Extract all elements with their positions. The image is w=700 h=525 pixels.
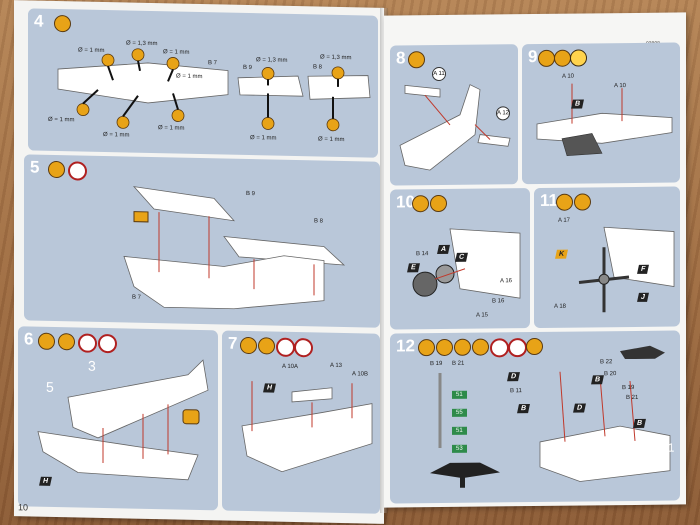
part-label: A 12 [496,106,510,121]
decal-marker: C [455,252,469,262]
part-callout: 3 [88,357,96,374]
engine-diagram [412,228,521,299]
decal-green: 51 [452,426,467,435]
part-label: B 9 [243,64,253,72]
step-7-panel: 7 A 10A A 13 A 10B H [222,330,380,514]
part-label: B 9 [246,190,256,198]
decal-marker: B [591,375,605,385]
step-11-panel: 11 A 17 A 18 K F J [534,186,680,329]
decal-marker: B [633,418,647,428]
decal-marker: D [573,403,587,413]
fuselage-wing-diagram [37,359,209,481]
part-label: B 8 [313,64,323,71]
part-label: B 7 [208,60,218,67]
decal-marker: F [637,264,650,274]
step-4-panel: 4 Ø = 1,3 mm Ø = 1 mm Ø = 1 mm [28,8,378,158]
wing-assembly-diagram [123,186,346,310]
part-label: A 10A [282,363,299,371]
decal-marker: H [263,383,277,393]
decal-marker: B [571,99,585,109]
decal-marker: B [517,404,531,414]
dim-label: Ø = 1 mm [158,125,185,132]
dim-label: Ø = 1 mm [163,49,190,56]
decal-marker: H [39,476,53,486]
part-label: B 22 [600,359,613,366]
final-assembly-diagram [430,345,671,488]
step-5-panel: 5 B 9 B 8 B 7 [24,154,380,328]
step-10-panel: 10 B 14 B 16 A 15 A 16 E A C [390,188,530,330]
decal-marker: J [637,292,649,302]
page-number: 10 [18,502,29,513]
part-label: A 10 [614,83,627,90]
dim-label: Ø = 1 mm [250,135,277,142]
part-label: A 16 [500,278,513,285]
decal-green: 53 [452,444,467,453]
decal-marker: D [507,372,521,382]
tail-assembly-diagram [399,84,511,171]
undercarriage-diagram [241,381,373,473]
wing-tail-diagram [57,48,371,132]
part-label: A 15 [476,312,489,319]
dim-label: Ø = 1 mm [176,73,203,81]
part-label: A 11 [432,66,446,82]
part-label: B 8 [314,218,324,225]
part-label: B 19 [430,360,443,368]
part-label: B 16 [492,298,505,305]
part-label: A 17 [558,217,571,224]
part-label: B 21 [626,394,639,402]
decal-green: 51 [452,390,467,399]
decal-green: 55 [452,408,467,417]
decal-marker: K [555,249,569,259]
dim-label: Ø = 1 mm [103,131,130,139]
decal-marker: E [407,263,420,273]
part-label: B 14 [416,251,429,258]
part-label: A 10B [352,371,369,378]
step-8-panel: 8 A 11 A 12 [390,44,518,186]
part-label: A 18 [554,303,567,310]
decal-marker: A [437,244,451,255]
propeller-diagram [578,226,675,313]
dim-label: Ø = 1,3 mm [126,40,158,48]
part-label: B 19 [622,384,635,392]
part-label: A 13 [330,362,343,369]
dim-label: Ø = 1 mm [78,47,105,55]
step-12-panel: 12 B 19 B 21 B 22 B 20 B 19 B 21 B 11 D [390,330,680,504]
wing-top-diagram [536,83,673,156]
dim-label: Ø = 1,3 mm [256,57,288,64]
part-callout: 11 [662,440,675,455]
part-callout: 5 [46,378,54,395]
dim-label: Ø = 1,3 mm [320,54,352,62]
dim-label: Ø = 1 mm [48,116,75,124]
step-9-panel: 9 A 10 A 10 B [522,42,680,185]
left-page: 4 Ø = 1,3 mm Ø = 1 mm Ø = 1 mm [14,0,384,524]
dim-label: Ø = 1 mm [318,136,345,144]
right-page: 03898 8 A 11 A 12 9 A 10 [384,12,686,508]
part-label: B 11 [510,388,522,395]
step-6-panel: 6 3 5 H [18,326,218,511]
part-label: B 7 [132,294,142,301]
part-label: A 10 [562,73,575,80]
part-label: B 21 [452,360,465,367]
part-label: B 20 [604,371,617,378]
